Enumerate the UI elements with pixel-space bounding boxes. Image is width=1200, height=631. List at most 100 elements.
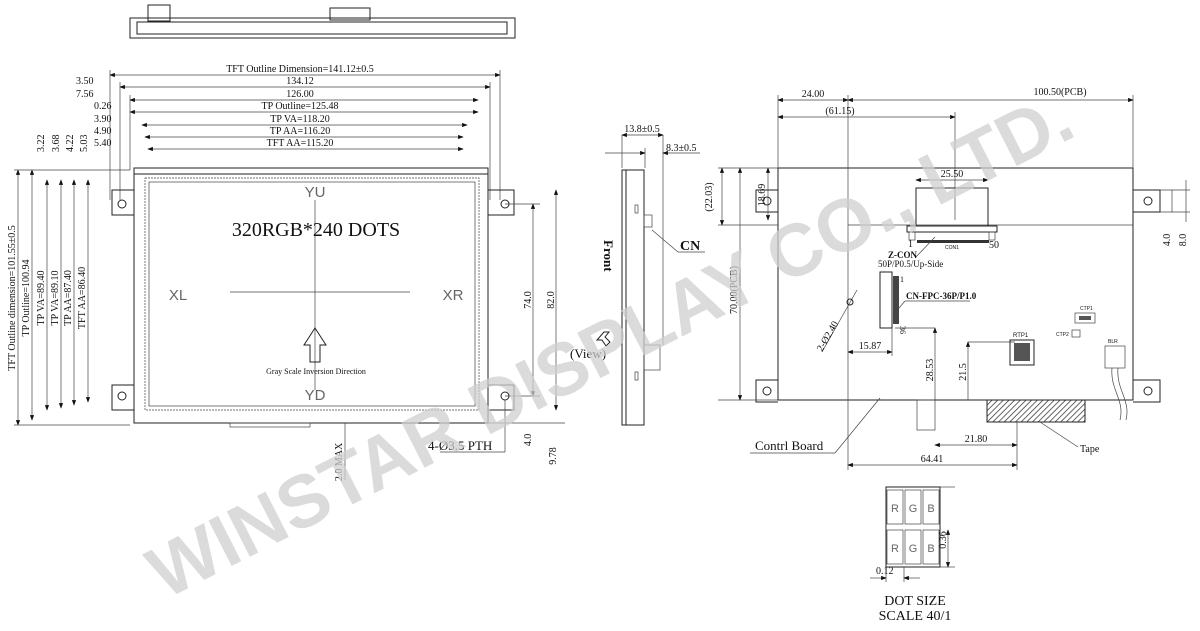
dim-max: 2.0 MAX	[334, 442, 345, 481]
back-holes-label: 2-Ø2.40	[815, 319, 841, 353]
dim-126: 126.00	[286, 89, 314, 100]
label-xr: XR	[443, 287, 464, 304]
dim-pcb-thickness: 8.3±0.5	[666, 143, 697, 154]
dim-offset: 7.56	[76, 89, 94, 100]
dim-64-41: 64.41	[921, 454, 944, 465]
subpixel-label: R	[891, 543, 899, 555]
dim-offset: 3.90	[94, 114, 112, 125]
dim-pcb-height: 70.00(PCB)	[729, 266, 740, 314]
dot-size-scale: SCALE 40/1	[879, 609, 952, 624]
front-label: Front	[601, 240, 616, 272]
mounting-tabs	[111, 189, 515, 411]
dim-134: 134.12	[286, 76, 314, 87]
dim-8-0: 8.0	[1178, 234, 1189, 247]
zcon-spec: 50P/P0.5/Up-Side	[878, 259, 943, 269]
dot-size-title: DOT SIZE	[884, 594, 946, 609]
dim-82: 82.0	[546, 291, 557, 309]
fpc-pin-1: 1	[900, 275, 904, 284]
control-board-label: Contrl Board	[755, 438, 824, 453]
subpixel-cell	[904, 489, 922, 525]
cn-label: CN	[680, 239, 700, 254]
dim-15-87: 15.87	[859, 341, 882, 352]
rtp-label: RTP1	[1013, 333, 1029, 339]
tft-outline	[133, 167, 489, 424]
dim-4-0: 4.0	[1162, 234, 1173, 247]
blr-label: BLR	[1108, 339, 1118, 345]
right-dimensions: 74.0 82.0 4.0 9.78 2.0 MAX 4-Ø3.5 PTH	[334, 189, 565, 481]
dim-offset: 0.26	[94, 101, 112, 112]
dim-tft-outline: TFT Outline Dimension=141.12±0.5	[226, 64, 374, 75]
fpc-connector: 1 36 CN-FPC-36P/P1.0	[879, 271, 977, 334]
resolution-label: 320RGB*240 DOTS	[232, 219, 400, 241]
label-xl: XL	[169, 287, 187, 304]
subpixel-label: G	[909, 503, 918, 515]
dim-top-offset: 3.22	[36, 135, 47, 153]
dim-61-15: (61.15)	[825, 106, 854, 117]
dim-21-80: 21.80	[965, 434, 988, 445]
dim-tp-va-height-2: TP VA=89.10	[50, 271, 61, 326]
left-dimensions: TFT Outline dimension=101.55±0.5 TP Outl…	[7, 135, 130, 426]
dim-9-78: 9.78	[548, 447, 559, 465]
view-label: (View)	[570, 346, 606, 361]
dim-tp-va: TP VA=118.20	[270, 114, 330, 125]
pin-50: 50	[989, 240, 999, 251]
subpixel-label: R	[891, 503, 899, 515]
dim-74: 74.0	[523, 291, 534, 309]
zcon-title: Z-CON	[888, 250, 918, 260]
tape-label: Tape	[1080, 444, 1100, 455]
pcb-outline	[777, 167, 1134, 401]
arrow-up-icon	[303, 327, 327, 363]
subpixel-label: B	[927, 543, 934, 555]
subpixel-cell	[922, 529, 940, 565]
dim-tp-va-height: TP VA=89.40	[36, 271, 47, 326]
dim-25-50: 25.50	[941, 169, 964, 180]
fpc-pin-36: 36	[898, 326, 907, 334]
gray-scale-label: Gray Scale Inversion Direction	[266, 367, 366, 376]
dim-tp-aa: TP AA=116.20	[270, 126, 330, 137]
label-yu: YU	[305, 184, 326, 201]
dim-top-offset: 5.03	[79, 135, 90, 153]
top-dimensions: TFT Outline Dimension=141.12±0.5 134.12 …	[76, 64, 501, 200]
dot-pitch-width: 0.12	[876, 566, 894, 577]
subpixel-cell	[904, 529, 922, 565]
label-yd: YD	[305, 387, 326, 404]
dim-4: 4.0	[523, 434, 534, 447]
con1-label: CON1	[945, 245, 959, 251]
side-view: 13.8±0.5 8.3±0.5 CN Front (View)	[570, 124, 705, 426]
dot-pitch-height: 0.36	[938, 531, 949, 549]
dim-pcb-width: 100.50(PCB)	[1033, 87, 1086, 98]
fpc-label: CN-FPC-36P/P1.0	[906, 291, 977, 301]
rtp-connector: RTP1	[1009, 333, 1035, 366]
view-arrow-icon	[595, 331, 611, 347]
subpixel-label: G	[909, 543, 918, 555]
active-area	[148, 181, 476, 407]
dim-offset: 4.90	[94, 126, 112, 137]
dim-offset: 5.40	[94, 138, 112, 149]
blr-connector: BLR	[1104, 339, 1128, 421]
ctp-connector: CTP1 CTP2	[1056, 306, 1096, 338]
dim-tft-aa-height: TFT AA=86.40	[77, 267, 88, 329]
top-edge-view	[129, 4, 516, 39]
dim-21-5: 21.5	[958, 363, 969, 381]
dim-18-69: 18.69	[757, 184, 768, 207]
dim-top-offset: 3.68	[51, 135, 62, 153]
subpixel-cell	[922, 489, 940, 525]
z-con-connector: 25.50 1 50 CON1 Z-CON 50P/P0.5/Up-Side	[878, 169, 999, 269]
subpixel-label: B	[927, 503, 934, 515]
dim-28-53: 28.53	[925, 359, 936, 382]
subpixel-cell	[886, 489, 904, 525]
dim-tp-outline: TP Outline=125.48	[262, 101, 339, 112]
holes-label: 4-Ø3.5 PTH	[428, 438, 492, 453]
dim-tft-aa: TFT AA=115.20	[267, 138, 334, 149]
ctp2-label: CTP2	[1056, 332, 1069, 338]
tape-area	[986, 399, 1086, 423]
pin-1: 1	[908, 239, 913, 250]
dim-24: 24.00	[802, 89, 825, 100]
dim-tp-outline-height: TP Outline=100.94	[21, 260, 32, 337]
dim-offset: 3.50	[76, 76, 94, 87]
dim-thickness: 13.8±0.5	[624, 124, 660, 135]
ctp1-label: CTP1	[1080, 306, 1093, 312]
